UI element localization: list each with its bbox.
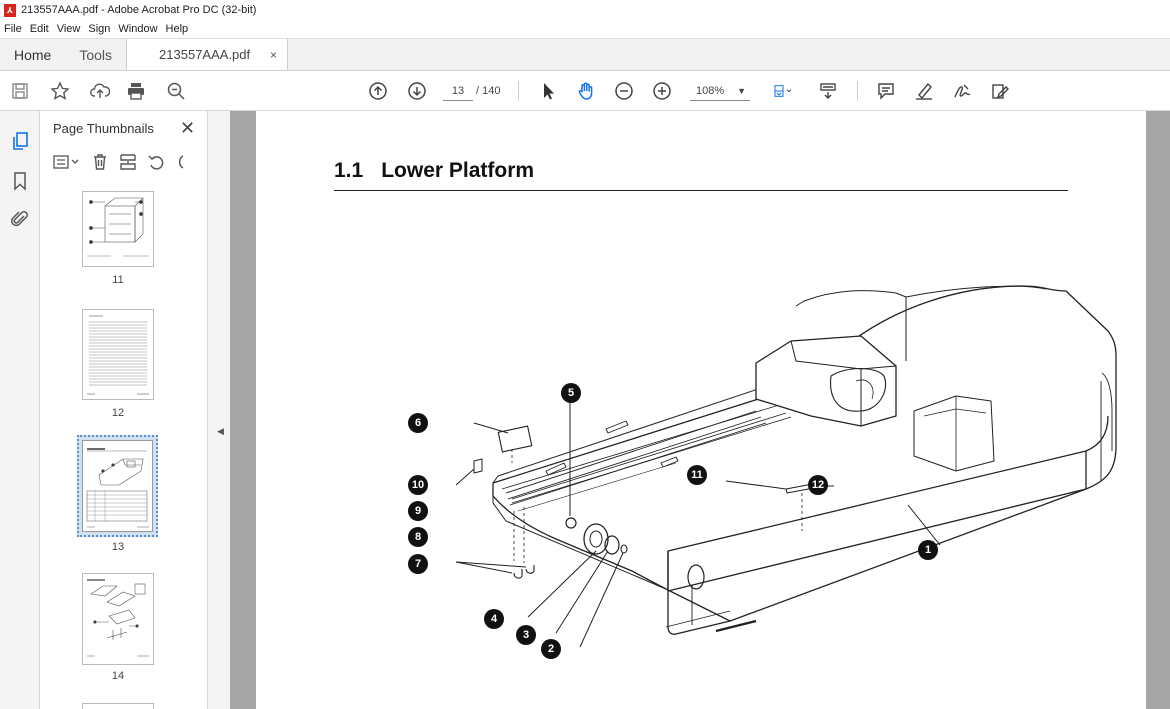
cloud-upload-icon[interactable] (88, 79, 112, 103)
heading-rule (334, 190, 1068, 191)
thumbnail-options-icon[interactable] (53, 154, 81, 174)
comment-icon[interactable] (874, 79, 898, 103)
thumbnail-page-12[interactable] (82, 309, 154, 400)
insert-page-icon[interactable] (119, 153, 137, 175)
scroll-mode-icon[interactable] (816, 79, 840, 103)
panel-collapse-strip[interactable]: ◀ (208, 111, 230, 709)
panel-title: Page Thumbnails (53, 121, 154, 136)
callout-2: 2 (541, 639, 561, 659)
title-bar: ⅄ 213557AAA.pdf - Adobe Acrobat Pro DC (… (0, 0, 1170, 20)
hand-tool-icon[interactable] (574, 79, 598, 103)
callout-7: 7 (408, 554, 428, 574)
page-thumbnails-icon[interactable] (10, 131, 30, 151)
menu-file[interactable]: File (4, 23, 22, 35)
highlight-pen-icon[interactable] (912, 79, 936, 103)
callout-10: 10 (408, 475, 428, 495)
sign-icon[interactable] (950, 79, 974, 103)
callout-6: 6 (408, 413, 428, 433)
zoom-out-icon[interactable] (612, 79, 636, 103)
tab-bar: Home Tools 213557AAA.pdf × (0, 38, 1170, 71)
save-icon[interactable] (8, 79, 32, 103)
thumbnail-label: 12 (111, 407, 125, 419)
thumbnail-label: 13 (111, 541, 125, 553)
tab-close-icon[interactable]: × (270, 47, 278, 62)
menu-edit[interactable]: Edit (29, 23, 49, 35)
toolbar-divider (857, 81, 858, 101)
select-cursor-icon[interactable] (536, 79, 560, 103)
tab-document-label: 213557AAA.pdf (159, 47, 251, 62)
star-icon[interactable] (48, 79, 72, 103)
thumbnail-page-11[interactable] (82, 191, 154, 267)
toolbar: 13 / 140 108% ▼ (0, 71, 1170, 111)
pdf-page: 1.1 Lower Platform (256, 111, 1146, 709)
section-heading: 1.1 Lower Platform (334, 159, 534, 183)
thumbnail-page-15[interactable] (82, 703, 154, 709)
page-total: / 140 (476, 85, 501, 97)
menu-view[interactable]: View (56, 23, 81, 35)
thumbnail-page-13-image (82, 440, 153, 532)
callout-4: 4 (484, 609, 504, 629)
thumbnail-label: 11 (112, 274, 124, 286)
bookmark-icon[interactable] (10, 171, 30, 191)
tab-tools[interactable]: Tools (79, 46, 113, 63)
menu-sign[interactable]: Sign (88, 23, 111, 35)
zoom-level-value: 108% (696, 85, 725, 97)
lower-platform-drawing (455, 285, 1117, 648)
callout-9: 9 (408, 501, 428, 521)
callout-3: 3 (516, 625, 536, 645)
print-icon[interactable] (124, 79, 148, 103)
undo-icon[interactable] (147, 153, 165, 175)
navigation-rail (0, 111, 40, 709)
tab-home[interactable]: Home (14, 46, 52, 63)
thumbnail-page-14[interactable] (82, 573, 154, 665)
redo-icon[interactable] (175, 153, 185, 175)
attachment-icon[interactable] (10, 209, 30, 229)
chevron-down-icon: ▼ (737, 86, 746, 96)
thumbnails-panel: Page Thumbnails ✕ 11 (40, 111, 246, 709)
page-number-input[interactable]: 13 (443, 81, 473, 101)
callout-8: 8 (408, 527, 428, 547)
collapse-left-icon[interactable]: ◀ (217, 426, 224, 436)
section-title: Lower Platform (381, 159, 535, 182)
zoom-search-icon[interactable] (164, 79, 188, 103)
menu-help[interactable]: Help (165, 23, 189, 35)
zoom-in-icon[interactable] (650, 79, 674, 103)
zoom-level-select[interactable]: 108% ▼ (690, 81, 750, 101)
menu-window[interactable]: Window (118, 23, 158, 35)
callout-12: 12 (808, 475, 828, 495)
edit-pdf-icon[interactable] (988, 79, 1012, 103)
page-fit-icon[interactable] (766, 79, 800, 103)
document-viewer[interactable]: 1.1 Lower Platform (230, 111, 1170, 709)
panel-close-icon[interactable]: ✕ (180, 118, 196, 138)
callout-5: 5 (561, 383, 581, 403)
panel-toolbar (53, 149, 203, 179)
delete-page-icon[interactable] (91, 153, 109, 175)
thumbnail-label: 14 (111, 670, 125, 682)
callout-11: 11 (687, 465, 707, 485)
acrobat-logo-icon: ⅄ (4, 3, 16, 17)
thumbnail-page-13[interactable] (77, 435, 158, 537)
window-title: 213557AAA.pdf - Adobe Acrobat Pro DC (32… (21, 4, 257, 16)
callout-1: 1 (918, 540, 938, 560)
menu-bar: File Edit View Sign Window Help (0, 20, 1170, 38)
toolbar-divider (518, 81, 519, 101)
section-number: 1.1 (334, 159, 364, 182)
previous-page-icon[interactable] (366, 79, 390, 103)
next-page-icon[interactable] (405, 79, 429, 103)
tab-document[interactable]: 213557AAA.pdf × (126, 39, 289, 70)
